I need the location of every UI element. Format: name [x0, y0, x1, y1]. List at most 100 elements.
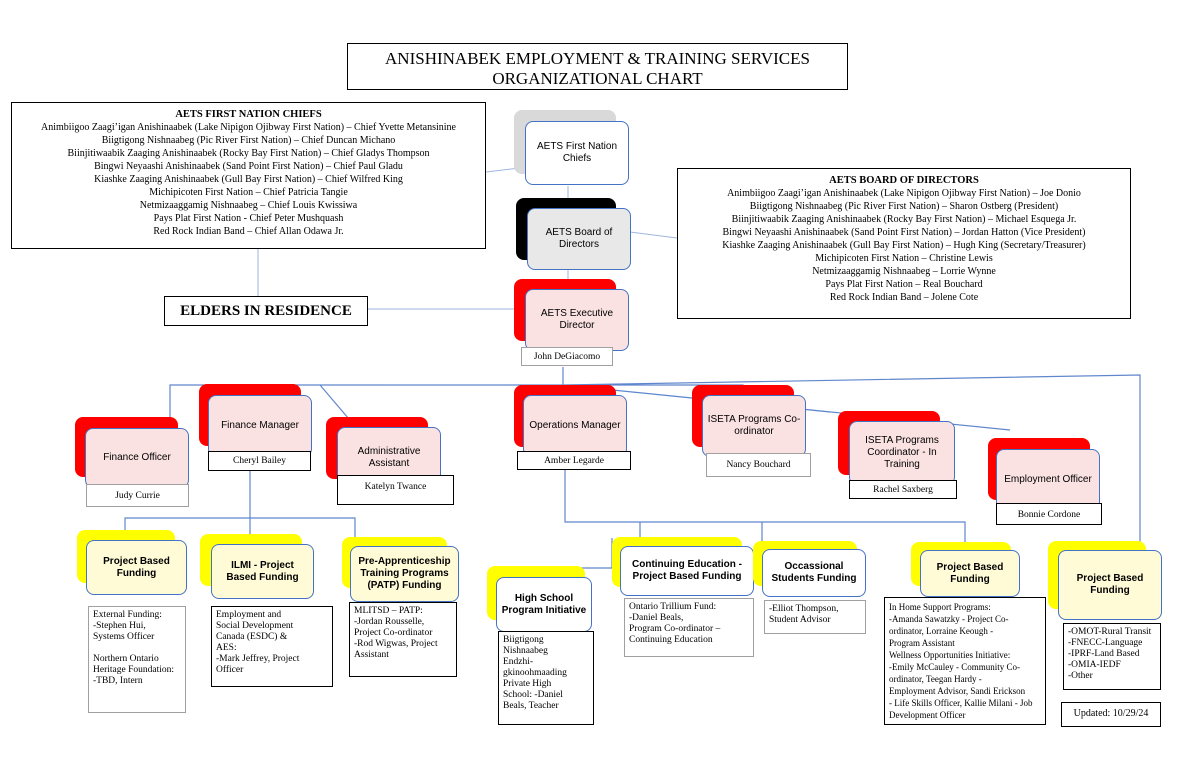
- updated-date: Updated: 10/29/24: [1061, 702, 1161, 727]
- operations-manager-name: Amber Legarde: [517, 451, 631, 470]
- node-first-nation-chiefs: AETS First Nation Chiefs: [525, 121, 629, 185]
- board-list-line: Kiashke Zaaging Anishinaabek (Gull Bay F…: [722, 240, 1086, 251]
- detail-line: External Funding:: [93, 610, 162, 620]
- node-project-based-funding-3: Project Based Funding: [1058, 550, 1162, 620]
- node-occasional-students-funding: Occassional Students Funding: [762, 549, 866, 597]
- chiefs-list-line: Red Rock Indian Band – Chief Allan Odawa…: [153, 226, 344, 237]
- detail-line: -OMOT-Rural Transit: [1068, 627, 1152, 637]
- node-employment-officer: Employment Officer: [996, 449, 1100, 511]
- node-finance-manager: Finance Manager: [208, 395, 312, 457]
- detail-line: -FNECC-Language: [1068, 638, 1143, 648]
- detail-line: Continuing Education: [629, 635, 713, 645]
- detail-line: gkinoohmaading: [503, 668, 567, 678]
- chiefs-list-line: Biinjitiwaabik Zaaging Anishinaabek (Roc…: [67, 148, 430, 159]
- patp-details: MLITSD – PATP: -Jordan Rousselle, Projec…: [349, 602, 457, 677]
- node-project-based-funding-1: Project Based Funding: [86, 540, 187, 595]
- detail-line: -TBD, Intern: [93, 676, 143, 686]
- detail-line: -Other: [1068, 671, 1093, 681]
- board-list-box: AETS BOARD OF DIRECTORS Animbiigoo Zaagi…: [677, 168, 1131, 319]
- detail-line: Employment and: [216, 610, 282, 620]
- node-patp-funding: Pre-Apprenticeship Training Programs (PA…: [350, 546, 459, 602]
- ilmi-details: Employment and Social Development Canada…: [211, 606, 333, 687]
- board-list-line: Netmizaaggamig Nishnaabeg – Lorrie Wynne: [812, 266, 996, 277]
- detail-line: ordinator, Teegan Hardy -: [889, 674, 982, 684]
- detail-line: Assistant: [354, 650, 389, 660]
- node-executive-director: AETS Executive Director: [525, 289, 629, 351]
- board-list-line: Biinjitiwaabik Zaaging Anishinaabek (Roc…: [731, 214, 1077, 225]
- chiefs-list-header: AETS FIRST NATION CHIEFS: [175, 109, 322, 120]
- chiefs-list-line: Biigtigong Nishnaabeg (Pic River First N…: [101, 135, 396, 146]
- project-based-2-details: In Home Support Programs: -Amanda Sawatz…: [884, 597, 1046, 725]
- detail-line: Systems Officer: [93, 632, 155, 642]
- detail-line: AES:: [216, 643, 237, 653]
- detail-line: Project Co-ordinator: [354, 628, 433, 638]
- detail-line: -Elliot Thompson,: [769, 604, 839, 614]
- detail-line: Endzhi-: [503, 657, 534, 667]
- detail-line: Wellness Opportunities Initiative:: [889, 650, 1011, 660]
- node-iseta-coordinator: ISETA Programs Co-ordinator: [702, 395, 806, 457]
- detail-line: Development Officer: [889, 710, 966, 720]
- detail-line: ordinator, Lorraine Keough -: [889, 626, 994, 636]
- detail-line: Heritage Foundation:: [93, 665, 174, 675]
- detail-line: Program Co-ordinator –: [629, 624, 721, 634]
- chiefs-list-line: Animbiigoo Zaagi’igan Anishinaabek (Lake…: [41, 122, 456, 133]
- node-high-school-program: High School Program Initiative: [496, 577, 592, 632]
- detail-line: Biigtigong: [503, 635, 544, 645]
- continuing-ed-details: Ontario Trillium Fund: -Daniel Beals, Pr…: [624, 598, 754, 657]
- detail-line: -Stephen Hui,: [93, 621, 146, 631]
- detail-line: Student Advisor: [769, 615, 831, 625]
- executive-director-name: John DeGiacomo: [521, 347, 613, 366]
- node-iseta-coordinator-in-training: ISETA Programs Coordinator - In Training: [849, 421, 955, 485]
- node-board-of-directors: AETS Board of Directors: [527, 208, 631, 270]
- board-list-header: AETS BOARD OF DIRECTORS: [829, 175, 979, 186]
- chiefs-list-line: Netmizaaggamig Nishnaabeg – Chief Louis …: [139, 200, 358, 211]
- board-list-line: Biigtigong Nishnaabeg (Pic River First N…: [749, 201, 1059, 212]
- finance-manager-name: Cheryl Bailey: [208, 451, 311, 471]
- chiefs-list-line: Michipicoten First Nation – Chief Patric…: [149, 187, 348, 198]
- board-list-line: Pays Plat First Nation – Real Bouchard: [825, 279, 983, 290]
- detail-line: School: -Daniel: [503, 690, 563, 700]
- detail-line: MLITSD – PATP:: [354, 606, 423, 616]
- project-based-1-details: External Funding: -Stephen Hui, Systems …: [88, 606, 186, 713]
- detail-line: Nishnaabeg: [503, 646, 548, 656]
- occasional-details: -Elliot Thompson, Student Advisor: [764, 600, 866, 634]
- board-list-line: Michipicoten First Nation – Christine Le…: [815, 253, 993, 264]
- detail-line: -Amanda Sawatzky - Project Co-: [889, 614, 1009, 624]
- detail-line: -Jordan Rousselle,: [354, 617, 425, 627]
- chart-title-line1: ANISHINABEK EMPLOYMENT & TRAINING SERVIC…: [385, 49, 810, 68]
- detail-line: -Daniel Beals,: [629, 613, 684, 623]
- detail-line: Private High: [503, 679, 552, 689]
- node-continuing-education: Continuing Education - Project Based Fun…: [620, 546, 754, 596]
- chiefs-list-box: AETS FIRST NATION CHIEFS Animbiigoo Zaag…: [11, 102, 486, 249]
- detail-line: Canada (ESDC) &: [216, 632, 288, 642]
- detail-line: Ontario Trillium Fund:: [629, 602, 717, 612]
- node-operations-manager: Operations Manager: [523, 395, 627, 457]
- chart-title-line2: ORGANIZATIONAL CHART: [492, 69, 703, 88]
- chiefs-list-line: Kiashke Zaaging Anishinaabek (Gull Bay F…: [94, 174, 403, 185]
- iseta-coordinator-name: Nancy Bouchard: [706, 453, 811, 477]
- detail-line: -OMIA-IEDF: [1068, 660, 1121, 670]
- node-ilmi-project-based-funding: ILMI - Project Based Funding: [211, 544, 314, 599]
- detail-line: Beals, Teacher: [503, 701, 559, 711]
- detail-line: -Rod Wigwas, Project: [354, 639, 438, 649]
- chart-title: ANISHINABEK EMPLOYMENT & TRAINING SERVIC…: [347, 43, 848, 90]
- node-project-based-funding-2: Project Based Funding: [920, 550, 1020, 597]
- detail-line: Program Assistant: [889, 638, 955, 648]
- finance-officer-name: Judy Currie: [86, 484, 189, 507]
- high-school-details: Biigtigong Nishnaabeg Endzhi- gkinoohmaa…: [498, 631, 594, 725]
- board-list-line: Red Rock Indian Band – Jolene Cote: [829, 292, 979, 303]
- board-list-line: Bingwi Neyaashi Anishinaabek (Sand Point…: [722, 227, 1086, 238]
- chiefs-list-line: Pays Plat First Nation - Chief Peter Mus…: [153, 213, 344, 224]
- detail-line: Officer: [216, 665, 244, 675]
- detail-line: -IPRF-Land Based: [1068, 649, 1140, 659]
- elders-in-residence-box: ELDERS IN RESIDENCE: [164, 296, 368, 326]
- detail-line: Social Development: [216, 621, 294, 631]
- iseta-training-name: Rachel Saxberg: [849, 480, 957, 499]
- detail-line: [93, 643, 181, 654]
- detail-line: -Mark Jeffrey, Project: [216, 654, 300, 664]
- detail-line: Northern Ontario: [93, 654, 159, 664]
- detail-line: -Emily McCauley - Community Co-: [889, 662, 1020, 672]
- detail-line: Employment Advisor, Sandi Erickson: [889, 686, 1026, 696]
- employment-officer-name: Bonnie Cordone: [996, 503, 1102, 525]
